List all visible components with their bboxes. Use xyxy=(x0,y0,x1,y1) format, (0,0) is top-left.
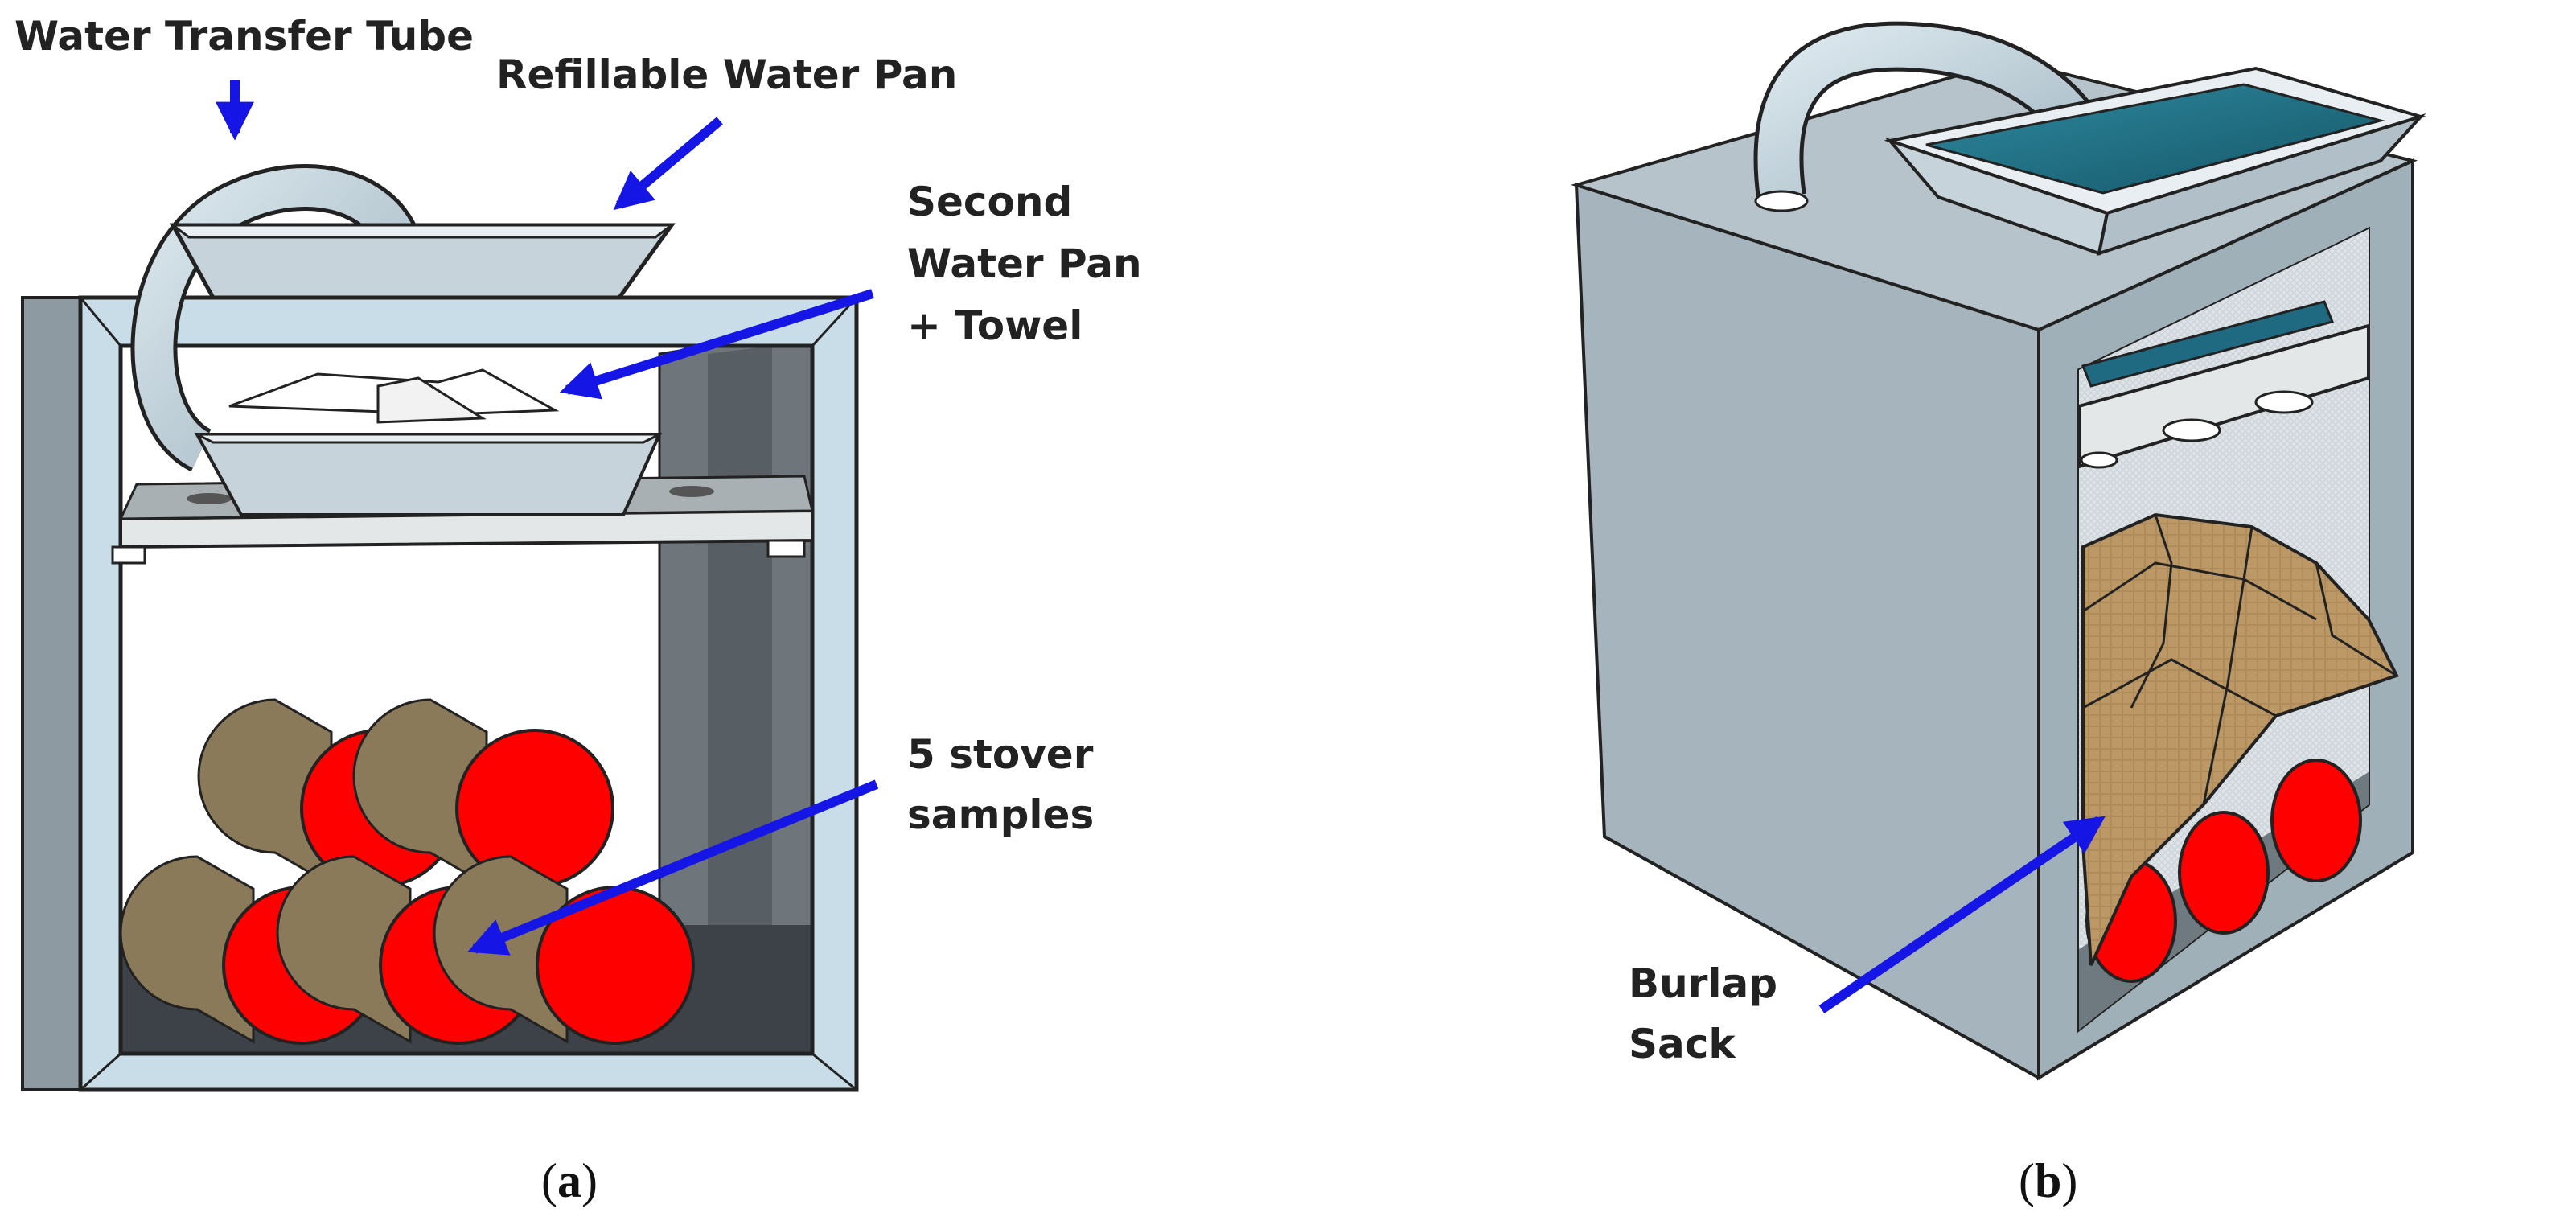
stover-sample-b-2 xyxy=(2178,811,2270,935)
label-burlap-sack: Burlap xyxy=(1629,960,1777,1007)
second-water-pan xyxy=(194,368,663,516)
burlap-sack xyxy=(2081,512,2399,966)
label-towel: + Towel xyxy=(907,302,1083,349)
label-burlap-sack-line2: Sack xyxy=(1629,1021,1736,1067)
stover-samples-b xyxy=(2085,758,2362,983)
panel-b-perspective-view: Burlap Sack (b) xyxy=(1571,21,2426,1207)
stover-samples xyxy=(119,698,695,1045)
stover-sample-top-right xyxy=(352,698,614,888)
refillable-water-pan xyxy=(169,223,676,300)
arrow-refillable-water-pan xyxy=(613,117,723,211)
label-stover-samples: 5 stover xyxy=(907,731,1094,778)
panel-a-front-view: Water Transfer Tube Refillable Water Pan… xyxy=(14,13,1142,1207)
label-water-transfer-tube: Water Transfer Tube xyxy=(14,13,474,60)
perforated-shelf-b xyxy=(2077,300,2370,469)
arrow-stover-samples xyxy=(467,779,879,956)
arrow-second-water-pan xyxy=(559,289,874,400)
label-second-water-pan: Second xyxy=(907,179,1072,225)
stover-sample-b-3 xyxy=(2270,758,2362,882)
arrow-burlap-sack xyxy=(1818,816,2106,1013)
chamber-b-left-side xyxy=(1574,183,2040,1081)
label-stover-samples-line2: samples xyxy=(907,791,1094,838)
caption-panel-a: (a) xyxy=(541,1154,598,1207)
label-refillable-water-pan: Refillable Water Pan xyxy=(496,51,957,98)
label-second-water-pan-line2: Water Pan xyxy=(907,240,1142,287)
caption-panel-b: (b) xyxy=(2019,1154,2077,1207)
refillable-water-pan-b xyxy=(1884,66,2426,256)
